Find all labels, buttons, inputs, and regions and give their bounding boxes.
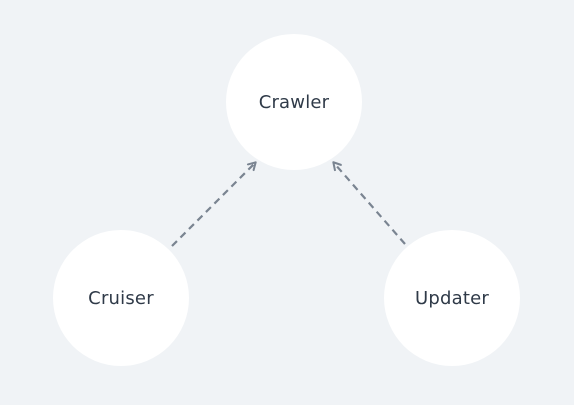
- node-cruiser-label: Cruiser: [88, 287, 154, 309]
- node-cruiser[interactable]: Cruiser: [53, 230, 189, 366]
- edge-updater-to-crawler: [332, 161, 406, 245]
- edge-cruiser-to-crawler: [171, 161, 257, 247]
- node-crawler[interactable]: Crawler: [226, 34, 362, 170]
- node-crawler-label: Crawler: [258, 91, 330, 113]
- node-updater-label: Updater: [415, 287, 489, 309]
- node-updater[interactable]: Updater: [384, 230, 520, 366]
